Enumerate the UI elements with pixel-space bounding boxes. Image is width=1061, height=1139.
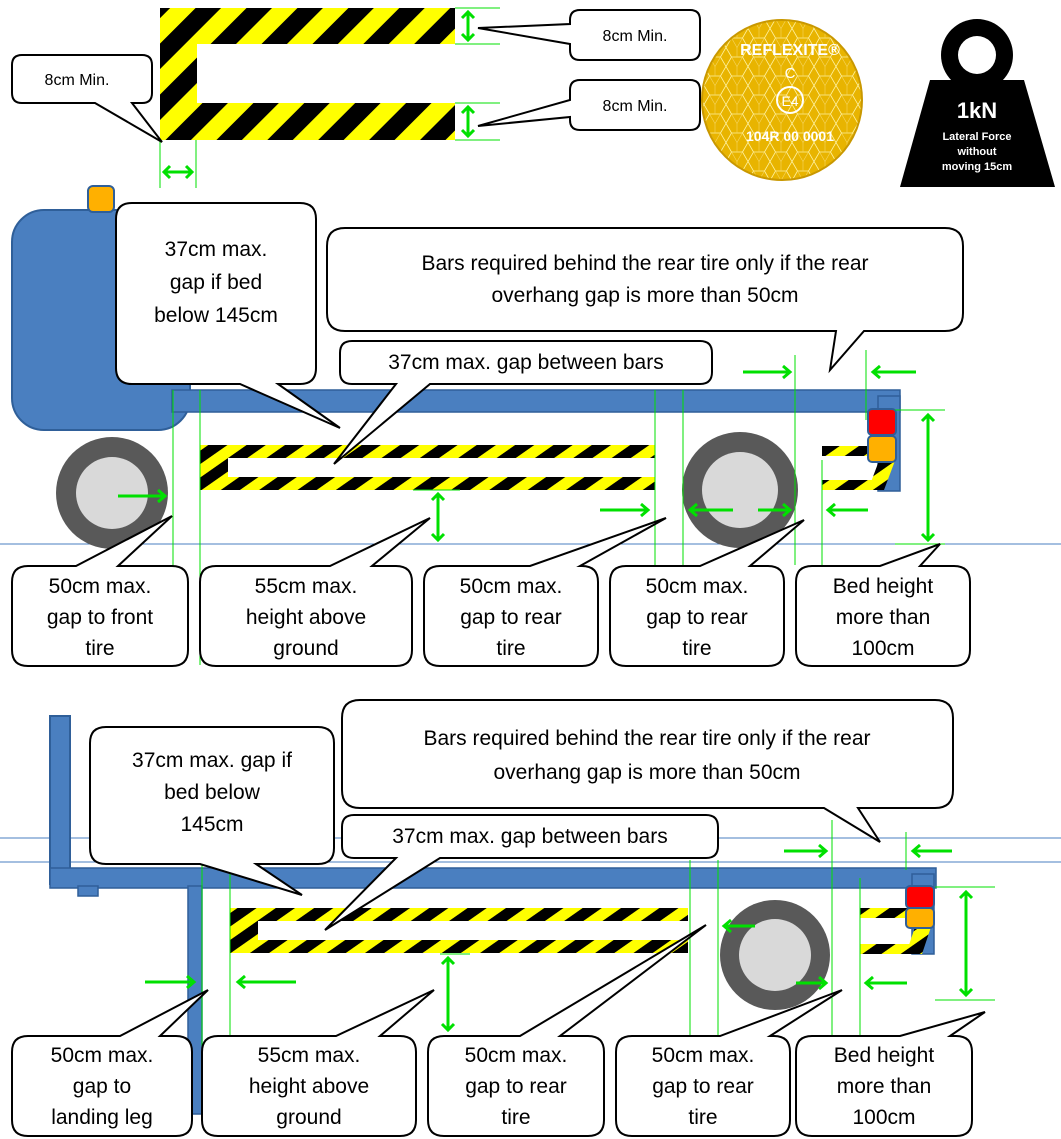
trailer-guard-front-post xyxy=(230,908,260,953)
bars-required-2-line-1: Bars required behind the rear tire only … xyxy=(423,727,870,750)
weight-title: 1kN xyxy=(957,98,997,123)
trailer-rear-bar-lower xyxy=(860,944,912,954)
gap-if-bed-1-line-3: below 145cm xyxy=(154,304,278,327)
callout-d1-bottom-5: Bed height more than 100cm xyxy=(795,543,971,667)
top-marking-sample: 8cm Min. 8cm Min. 8cm Min. REFLEXITE® C … xyxy=(11,7,1055,188)
bars-required-1-line-1: Bars required behind the rear tire only … xyxy=(421,252,868,275)
gap-if-bed-1-line-2: gap if bed xyxy=(170,271,262,294)
bars-required-2-line-2: overhang gap is more than 50cm xyxy=(493,761,800,784)
d2-b1-line-3: landing leg xyxy=(51,1106,153,1129)
gap-between-bars-1: 37cm max. gap between bars xyxy=(388,351,663,374)
d1-b4-line-3: tire xyxy=(682,637,711,660)
callout-d1-bottom-2: 55cm max. height above ground xyxy=(199,517,431,667)
d2-b2-line-3: ground xyxy=(276,1106,341,1129)
trailer-headboard xyxy=(49,715,71,885)
callout-gap-if-bed-1: 37cm max. gap if bed below 145cm xyxy=(115,202,341,429)
1kn-weight-icon: 1kN Lateral Force without moving 15cm xyxy=(900,19,1055,187)
d2-b4-line-2: gap to rear xyxy=(652,1075,754,1098)
trailer-rear-tire xyxy=(720,900,830,1010)
callout-8cm-top-right: 8cm Min. xyxy=(477,9,701,61)
d2-b1-line-1: 50cm max. xyxy=(51,1044,154,1067)
d1-b1-line-3: tire xyxy=(85,637,114,660)
badge-e-mark: E4 xyxy=(781,93,798,109)
d2-b4-line-3: tire xyxy=(688,1106,717,1129)
d2-b4-line-1: 50cm max. xyxy=(652,1044,755,1067)
badge-c-mark: C xyxy=(785,65,796,82)
d2-b3-line-3: tire xyxy=(501,1106,530,1129)
callout-8cm-bottom-right: 8cm Min. xyxy=(477,79,701,131)
weight-line-3: moving 15cm xyxy=(942,161,1013,173)
d1-b3-line-2: gap to rear xyxy=(460,606,562,629)
weight-line-1: Lateral Force xyxy=(942,131,1011,143)
d1-b4-line-1: 50cm max. xyxy=(646,575,749,598)
callout-d2-bottom-3: 50cm max. gap to rear tire xyxy=(427,924,707,1137)
d2-b5-line-3: 100cm xyxy=(852,1106,915,1129)
gap-if-bed-1-line-1: 37cm max. xyxy=(165,238,268,261)
side-guard-bar-lower xyxy=(200,477,655,490)
gap-if-bed-2-line-2: bed below xyxy=(164,781,261,804)
side-guard-front-post xyxy=(200,445,230,490)
badge-brand: REFLEXITE® xyxy=(740,42,840,59)
d1-b2-line-2: height above xyxy=(246,606,366,629)
d1-b1-line-1: 50cm max. xyxy=(49,575,152,598)
d2-b5-line-2: more than xyxy=(837,1075,932,1098)
d1-b2-line-1: 55cm max. xyxy=(255,575,358,598)
callout-d2-bottom-5: Bed height more than 100cm xyxy=(795,1011,986,1137)
trailer-guard-bar-upper xyxy=(230,908,688,921)
tail-light-amber xyxy=(867,435,897,463)
label-8cm-top-right: 8cm Min. xyxy=(603,28,668,45)
d1-b5-line-2: more than xyxy=(836,606,931,629)
d2-b3-line-1: 50cm max. xyxy=(465,1044,568,1067)
callout-gap-between-bars-2: 37cm max. gap between bars xyxy=(324,814,719,931)
callout-gap-between-bars-1: 37cm max. gap between bars xyxy=(333,340,713,465)
d1-b2-line-3: ground xyxy=(273,637,338,660)
d2-b5-line-1: Bed height xyxy=(834,1044,935,1067)
gap-if-bed-2-line-3: 145cm xyxy=(180,813,243,836)
tail-light-red-2 xyxy=(905,885,935,909)
d1-b3-line-1: 50cm max. xyxy=(460,575,563,598)
front-tire xyxy=(56,437,168,549)
trailer-bed-frame xyxy=(49,867,937,889)
callout-d2-bottom-2: 55cm max. height above ground xyxy=(201,989,435,1137)
cab-beacon xyxy=(87,185,115,213)
tail-light-amber-2 xyxy=(905,907,935,929)
kingpin-block xyxy=(77,885,99,897)
truck-diagram: 37cm max. gap if bed below 145cm Bars re… xyxy=(0,185,1061,667)
callout-d1-bottom-1: 50cm max. gap to front tire xyxy=(11,515,189,667)
reflexite-certification-badge: REFLEXITE® C E4 104R 00 0001 xyxy=(701,19,863,181)
rear-guard-bar-upper xyxy=(822,446,878,456)
rear-guard-bar-lower xyxy=(822,480,878,490)
label-8cm-left: 8cm Min. xyxy=(45,72,110,89)
callout-gap-if-bed-2: 37cm max. gap if bed below 145cm xyxy=(89,726,335,896)
d2-b2-line-1: 55cm max. xyxy=(258,1044,361,1067)
callout-d1-bottom-3: 50cm max. gap to rear tire xyxy=(423,517,667,667)
callout-d2-bottom-1: 50cm max. gap to landing leg xyxy=(11,989,209,1137)
gap-if-bed-2-line-1: 37cm max. gap if xyxy=(132,749,292,772)
gap-between-bars-2: 37cm max. gap between bars xyxy=(392,825,667,848)
bars-required-1-line-2: overhang gap is more than 50cm xyxy=(491,284,798,307)
d1-b1-line-2: gap to front xyxy=(47,606,153,629)
d1-b5-line-1: Bed height xyxy=(833,575,934,598)
callout-bars-required-1: Bars required behind the rear tire only … xyxy=(326,227,964,374)
callout-d1-bottom-4: 50cm max. gap to rear tire xyxy=(609,519,805,667)
c-shaped-marking xyxy=(160,8,455,140)
trailer-guard-bar-lower xyxy=(230,940,688,953)
tail-light-red xyxy=(867,408,897,436)
badge-code: 104R 00 0001 xyxy=(746,128,834,144)
d1-b5-line-3: 100cm xyxy=(851,637,914,660)
trailer-diagram: 37cm max. gap if bed below 145cm Bars re… xyxy=(0,699,1061,1137)
d2-b1-line-2: gap to xyxy=(73,1075,131,1098)
d2-b2-line-2: height above xyxy=(249,1075,369,1098)
weight-line-2: without xyxy=(956,146,996,158)
callout-d2-bottom-4: 50cm max. gap to rear tire xyxy=(615,989,843,1137)
d2-b3-line-2: gap to rear xyxy=(465,1075,567,1098)
label-8cm-bottom-right: 8cm Min. xyxy=(603,98,668,115)
callout-bars-required-2: Bars required behind the rear tire only … xyxy=(341,699,954,843)
d1-b3-line-3: tire xyxy=(496,637,525,660)
d1-b4-line-2: gap to rear xyxy=(646,606,748,629)
side-guard-bar-upper xyxy=(200,445,655,458)
trailer-rear-bar-upper xyxy=(860,908,912,918)
callout-8cm-left: 8cm Min. xyxy=(11,54,163,143)
